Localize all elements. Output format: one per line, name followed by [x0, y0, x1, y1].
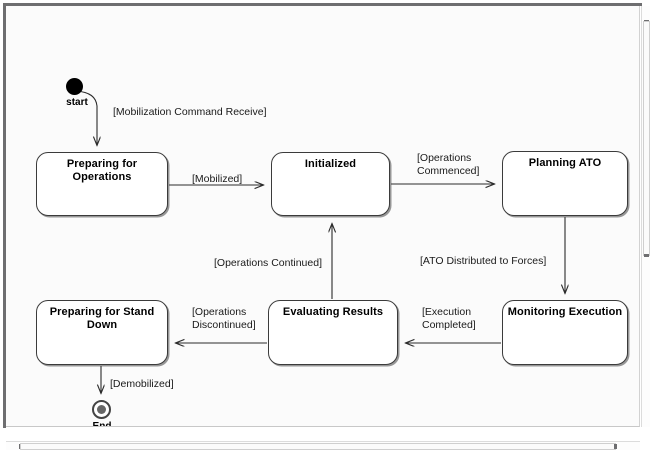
state-planning-ato[interactable]: Planning ATO [502, 151, 628, 216]
horizontal-scrollbar-thumb[interactable] [20, 443, 616, 450]
final-node-icon[interactable] [92, 400, 111, 419]
guard-label-mobilization-command-receive: [Mobilization Command Receive] [113, 106, 267, 118]
vertical-scrollbar-thumb[interactable] [643, 21, 650, 256]
initial-node-icon[interactable] [66, 78, 83, 95]
transition-arrows-layer [75, 90, 640, 427]
state-monitoring-execution[interactable]: Monitoring Execution [502, 300, 628, 365]
window-frame-left-rule [3, 3, 6, 428]
final-node-label: End [92, 421, 112, 427]
horizontal-scrollbar-right-cap [614, 444, 617, 449]
horizontal-scrollbar[interactable] [6, 441, 640, 450]
guard-label-operations-discontinued: [Operations Discontinued] [192, 306, 256, 331]
guard-label-demobilized: [Demobilized] [110, 378, 174, 390]
state-preparing-for-operations[interactable]: Preparing for Operations [36, 152, 168, 216]
state-label: Initialized [304, 158, 357, 170]
guard-label-operations-commenced: [Operations Commenced] [417, 152, 480, 177]
vertical-scrollbar[interactable] [641, 6, 650, 427]
state-label: Monitoring Execution [507, 306, 623, 318]
guard-label-operations-continued: [Operations Continued] [214, 257, 322, 269]
state-label: Preparing for Stand Down [49, 306, 155, 331]
guard-label-mobilized: [Mobilized] [192, 173, 243, 185]
guard-label-execution-completed: [Execution Completed] [422, 306, 476, 331]
diagram-canvas[interactable]: start End Preparing for Operations Initi… [6, 6, 640, 427]
diagram-surface: start End Preparing for Operations Initi… [6, 6, 640, 427]
window-frame-top-rule [3, 3, 642, 6]
state-label: Evaluating Results [282, 306, 384, 318]
guard-label-ato-distributed-to-forces: [ATO Distributed to Forces] [420, 255, 547, 267]
initial-node-label: start [66, 97, 88, 108]
vertical-scrollbar-bottom-cap [644, 254, 649, 257]
state-initialized[interactable]: Initialized [271, 152, 390, 216]
state-label: Planning ATO [528, 157, 602, 169]
state-label: Preparing for Operations [66, 158, 138, 183]
state-evaluating-results[interactable]: Evaluating Results [268, 300, 398, 365]
state-preparing-for-stand-down[interactable]: Preparing for Stand Down [36, 300, 168, 365]
